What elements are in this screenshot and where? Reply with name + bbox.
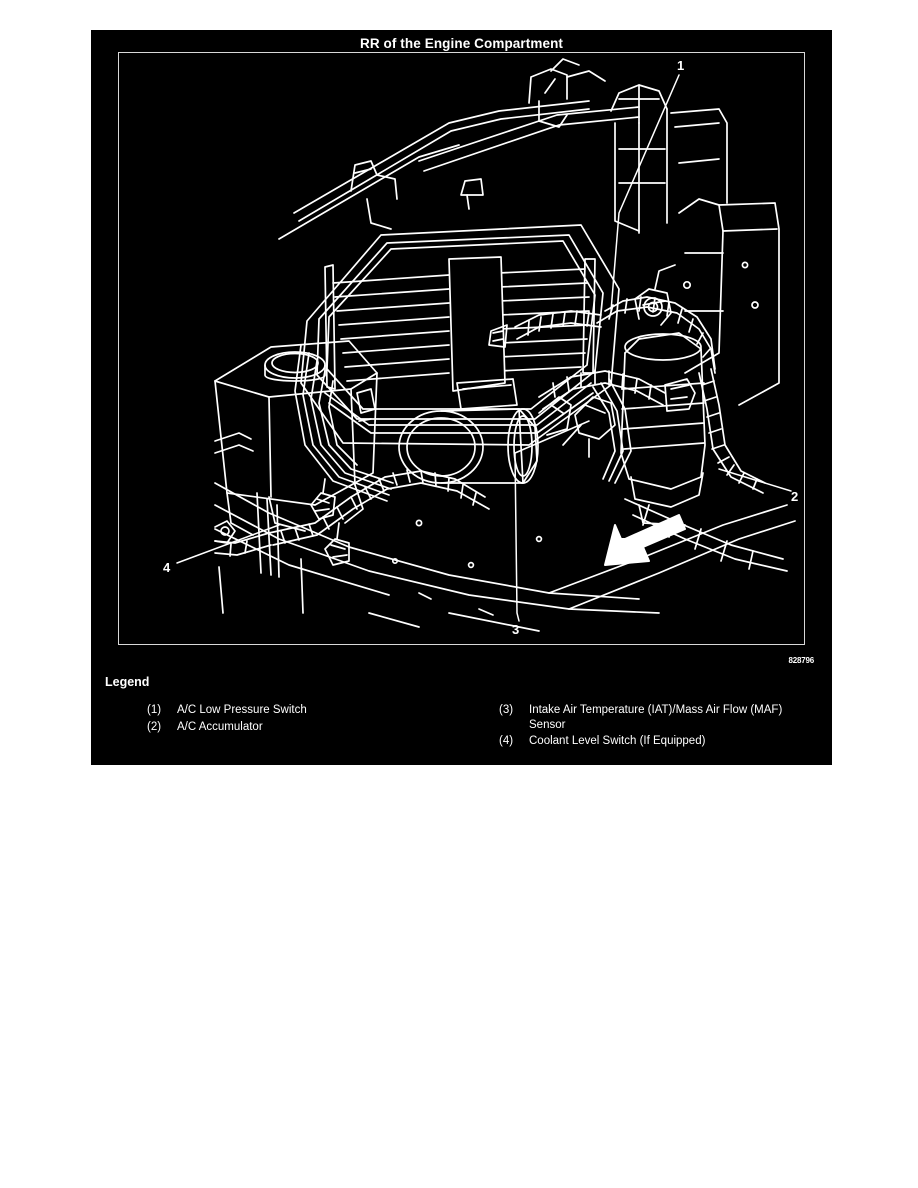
legend-item-number: (2) bbox=[147, 720, 162, 733]
figure-reference-number: 828796 bbox=[788, 656, 815, 665]
legend-item-label: A/C Accumulator bbox=[177, 720, 263, 733]
figure-panel: RR of the Engine Compartment bbox=[91, 30, 832, 765]
direction-arrow-icon bbox=[604, 514, 686, 566]
legend-item-number: (4) bbox=[499, 735, 514, 747]
engine-linework bbox=[176, 58, 796, 632]
callout-leader-1 bbox=[610, 74, 680, 312]
legend-item-label: Intake Air Temperature (IAT)/Mass Air Fl… bbox=[529, 704, 783, 731]
legend-item: (4) Coolant Level Switch (If Equipped) bbox=[499, 734, 799, 749]
legend-item: (1) A/C Low Pressure Switch bbox=[147, 703, 477, 718]
legend-column-right: (3) Intake Air Temperature (IAT)/Mass Ai… bbox=[499, 703, 799, 751]
legend-item: (3) Intake Air Temperature (IAT)/Mass Ai… bbox=[499, 703, 799, 732]
callout-label-3: 3 bbox=[512, 622, 520, 637]
callout-label-2: 2 bbox=[791, 489, 799, 504]
illustration-frame: 1 2 3 4 bbox=[118, 52, 805, 645]
legend-heading: Legend bbox=[105, 675, 150, 689]
legend-item-label: A/C Low Pressure Switch bbox=[177, 704, 307, 716]
legend-item: (2) A/C Accumulator bbox=[147, 720, 477, 735]
callout-leader-3 bbox=[514, 420, 590, 622]
legend-item-number: (3) bbox=[499, 704, 514, 716]
callout-label-4: 4 bbox=[163, 560, 171, 575]
callout-leader-4 bbox=[176, 524, 280, 564]
callout-leader-2 bbox=[718, 468, 792, 492]
callout-label-1: 1 bbox=[677, 58, 685, 73]
engine-compartment-illustration bbox=[119, 53, 803, 643]
legend-item-label: Coolant Level Switch (If Equipped) bbox=[529, 735, 706, 747]
legend: Legend (1) A/C Low Pressure Switch (2) A… bbox=[91, 675, 832, 765]
legend-column-left: (1) A/C Low Pressure Switch (2) A/C Accu… bbox=[147, 703, 477, 736]
figure-title: RR of the Engine Compartment bbox=[359, 36, 564, 51]
legend-item-number: (1) bbox=[147, 704, 162, 716]
